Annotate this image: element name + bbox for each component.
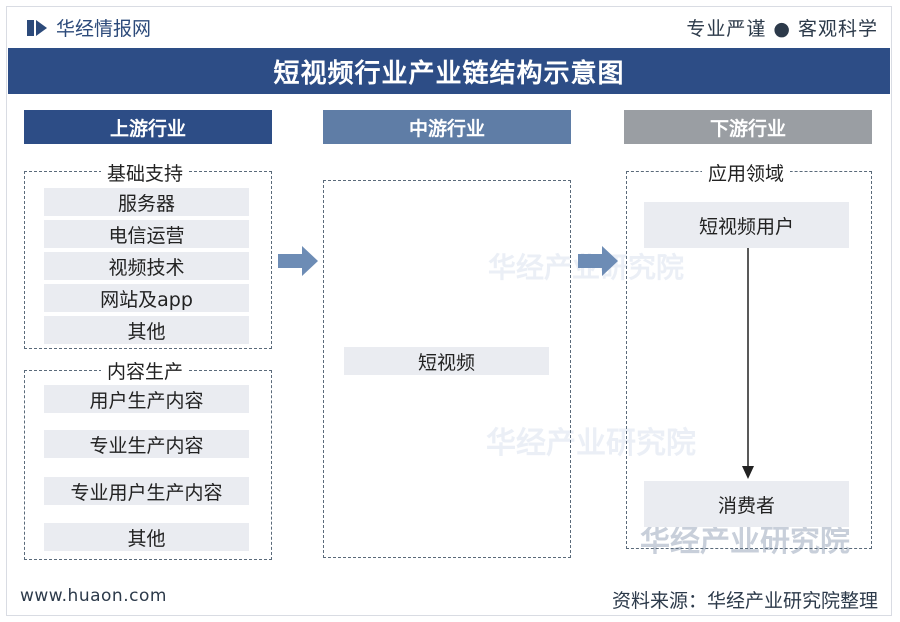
midstream-heading: 中游行业 xyxy=(323,110,571,144)
downstream-item: 消费者 xyxy=(644,481,849,527)
website-url: www.huaon.com xyxy=(20,586,167,606)
midstream-item: 短视频 xyxy=(344,347,549,375)
flow-arrow-icon xyxy=(578,246,618,276)
brand: 华经情报网 xyxy=(26,14,151,41)
upstream-item: 电信运营 xyxy=(44,220,249,248)
upstream-item: 其他 xyxy=(44,523,249,551)
midstream-box xyxy=(323,180,571,558)
down-arrow-icon xyxy=(742,248,754,479)
huajing-logo-icon xyxy=(27,19,47,36)
application-field-label: 应用领域 xyxy=(702,159,791,186)
motto: 专业严谨 ● 客观科学 xyxy=(686,18,878,40)
brand-name: 华经情报网 xyxy=(56,18,152,40)
downstream-heading: 下游行业 xyxy=(624,110,872,144)
diagram-title: 短视频行业产业链结构示意图 xyxy=(8,48,890,94)
upstream-item: 其他 xyxy=(44,316,249,344)
upstream-item: 网站及app xyxy=(44,284,249,312)
data-source: 资料来源：华经产业研究院整理 xyxy=(611,590,878,612)
downstream-item: 短视频用户 xyxy=(644,202,849,248)
upstream-heading: 上游行业 xyxy=(24,110,272,144)
content-production-label: 内容生产 xyxy=(101,357,190,384)
watermark: 华经产业研究院 xyxy=(640,524,850,559)
upstream-item: 服务器 xyxy=(44,188,249,216)
upstream-item: 用户生产内容 xyxy=(44,385,249,413)
upstream-item: 专业生产内容 xyxy=(44,430,249,458)
upstream-item: 视频技术 xyxy=(44,252,249,280)
upstream-item: 专业用户生产内容 xyxy=(44,477,249,505)
foundation-support-label: 基础支持 xyxy=(101,159,190,186)
watermark: 华经产业研究院 xyxy=(486,426,696,461)
flow-arrow-icon xyxy=(278,246,318,276)
